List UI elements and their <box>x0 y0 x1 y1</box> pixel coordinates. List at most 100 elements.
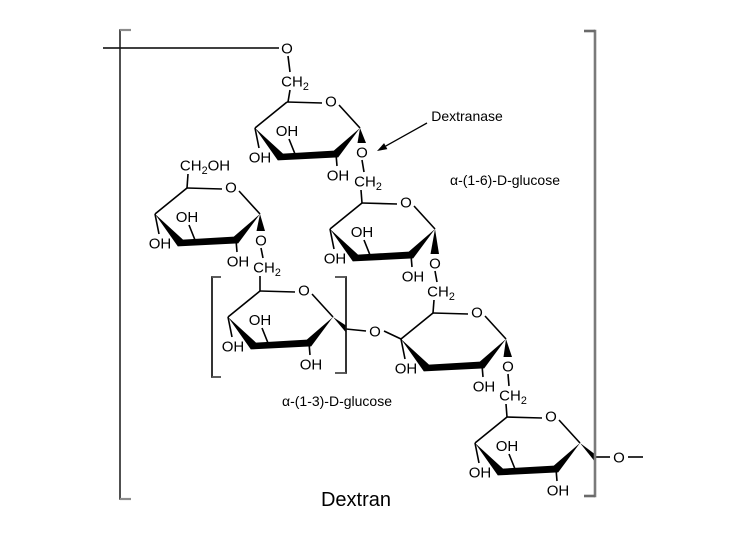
glucose-3-left-hydroxyl-label: OH <box>324 250 347 267</box>
glucose-4-left-hydroxyl-label: OH <box>222 338 245 355</box>
glucose-1-inner-oh-bond <box>288 138 296 155</box>
glycosidic-oxygen-label-2: O <box>255 232 267 249</box>
glucose-6-inner-oh-bond <box>508 453 516 470</box>
glucose-4-inner-hydroxyl-label: OH <box>249 312 272 329</box>
top-chain-methylene-label: CH2 <box>281 73 309 93</box>
glucose-1-bottom-hydroxyl-label: OH <box>327 167 350 184</box>
polymer-title-label: Dextran <box>321 489 391 511</box>
glucose-2-bond-o-c1 <box>238 190 261 215</box>
glucose-6-left-hydroxyl-label: OH <box>469 464 492 481</box>
glucose-2-inner-oh-bond <box>188 224 196 241</box>
glucose-6-bottom-hydroxyl-label: OH <box>547 482 570 499</box>
glucose-6-bottom-oh-bond <box>555 468 558 482</box>
glucose-6-left-oh-bond <box>474 442 480 464</box>
glucose-5-bond-o-c1 <box>484 315 507 340</box>
glucose-3-bond-c5-o <box>361 202 398 205</box>
glycosidic-oxygen-label-4: O <box>502 358 514 375</box>
o-ch2-bond-1 <box>361 159 365 173</box>
glucose-5-bottom-oh-bond <box>481 364 484 378</box>
top-chain-oxygen-label: O <box>281 40 293 57</box>
glucose-5-front-rim-wedge <box>401 339 506 372</box>
alpha-1-3-glucose-label: α-(1-3)-D-glucose <box>282 393 392 409</box>
ch2-c5-bond-3 <box>432 299 435 314</box>
methylene-label-1: CH2 <box>354 173 382 193</box>
glucose-2-bottom-oh-bond <box>235 239 238 253</box>
dextranase-arrow-line <box>385 122 428 147</box>
glucose-4-inner-oh-bond <box>261 327 269 344</box>
glucose-4-bond-c4-c5 <box>227 290 261 318</box>
glucose-2-hydroxymethyl-label: CH2OH <box>180 157 230 177</box>
anomeric-wedge-glucose-6 <box>580 443 594 461</box>
ch2-c5-bond-1 <box>360 189 363 204</box>
dextranase-arrowhead <box>377 143 388 151</box>
glucose-6-ring-oxygen-label: O <box>545 408 557 425</box>
glucose-6-inner-hydroxyl-label: OH <box>496 438 519 455</box>
glucose-3-ring-oxygen-label: O <box>400 194 412 211</box>
glucose-1-bond-c4-c5 <box>254 101 288 129</box>
glucose-1-front-rim-wedge <box>255 128 360 161</box>
glucose-4-bottom-oh-bond <box>308 342 311 356</box>
glucose-2-front-rim-wedge <box>155 214 260 247</box>
alpha-1-6-glucose-label: α-(1-6)-D-glucose <box>450 172 560 188</box>
methylene-label-4: CH2 <box>499 387 527 407</box>
glucose-5-left-hydroxyl-label: OH <box>395 360 418 377</box>
glucose-1-bottom-oh-bond <box>335 153 338 167</box>
glucose-2-left-oh-bond <box>154 213 160 235</box>
glucose-3-left-oh-bond <box>329 228 335 250</box>
glucose-4-bond-o-c1 <box>311 293 334 318</box>
glucose-1-ring-oxygen-label: O <box>325 93 337 110</box>
glucose-6-front-rim-wedge <box>475 443 580 476</box>
enzyme-label: Dextranase <box>431 108 503 124</box>
glycosidic-oxygen-label-3: O <box>429 255 441 272</box>
glycosidic-oxygen-label-h1: O <box>369 323 381 340</box>
glucose-3-bottom-oh-bond <box>410 254 413 268</box>
anomeric-wedge-glucose-2 <box>256 214 265 231</box>
glucose-1-bond-o-c1 <box>338 104 361 129</box>
glycosidic-oxygen-label-1: O <box>356 144 368 161</box>
o-ch2-bond-2 <box>260 247 264 259</box>
glucose-1-inner-hydroxyl-label: OH <box>276 123 299 140</box>
glucose-5-bond-c5-o <box>432 312 469 315</box>
glucose-2-left-hydroxyl-label: OH <box>149 235 172 252</box>
glucose-2-bottom-hydroxyl-label: OH <box>227 253 250 270</box>
top-chain-c5-ch2-bond <box>287 89 291 103</box>
anomeric-wedge-glucose-3 <box>430 229 439 254</box>
methylene-label-3: CH2 <box>427 283 455 303</box>
glucose-3-bond-o-c1 <box>413 205 436 230</box>
glucose-3-bottom-hydroxyl-label: OH <box>402 268 425 285</box>
glycosidic-oxygen-label-h2: O <box>613 449 625 466</box>
ch2-c5-bond-4 <box>505 403 508 418</box>
glucose-1-left-hydroxyl-label: OH <box>249 149 272 166</box>
o-ch2-bond-4 <box>507 373 510 387</box>
glucose-6-bond-o-c1 <box>558 419 581 444</box>
glucose-3-bond-c4-c5 <box>329 202 363 230</box>
glucose-2-bond-c5-o <box>186 187 223 190</box>
anomeric-wedge-glucose-1 <box>357 128 366 143</box>
methylene-label-2: CH2 <box>253 259 281 279</box>
glucose-1-bond-c5-o <box>286 101 323 104</box>
glucose-4-left-oh-bond <box>227 316 233 338</box>
glucose-6-bond-c5-o <box>506 416 543 419</box>
glucose-5-bottom-hydroxyl-label: OH <box>473 378 496 395</box>
glucose-5-left-oh-bond <box>400 338 406 360</box>
glucose-5-bond-c4-c5 <box>400 312 434 340</box>
anomeric-wedge-glucose-5 <box>503 339 512 357</box>
glucose-4-ring-oxygen-label: O <box>298 282 310 299</box>
glucose-4-bond-c5-o <box>259 290 296 293</box>
glucose-2-c5-ch2oh-bond <box>186 173 189 189</box>
glucose-4-bottom-hydroxyl-label: OH <box>300 356 323 373</box>
glucose-3-inner-hydroxyl-label: OH <box>351 224 374 241</box>
glucose-2-inner-hydroxyl-label: OH <box>176 209 199 226</box>
glucose-3-front-rim-wedge <box>330 229 435 262</box>
o-continuation-bond-h1 <box>383 330 402 340</box>
glucose-2-bond-c4-c5 <box>154 187 188 215</box>
glucose-4-front-rim-wedge <box>228 317 333 350</box>
wedge-o-bond-h1 <box>345 328 367 332</box>
glucose-2-ring-oxygen-label: O <box>225 179 237 196</box>
anomeric-wedge-glucose-4 <box>333 317 346 333</box>
o-ch2-bond-3 <box>434 270 438 283</box>
glucose-3-inner-oh-bond <box>363 239 371 256</box>
top-chain-ch2-o-bond <box>287 55 291 73</box>
